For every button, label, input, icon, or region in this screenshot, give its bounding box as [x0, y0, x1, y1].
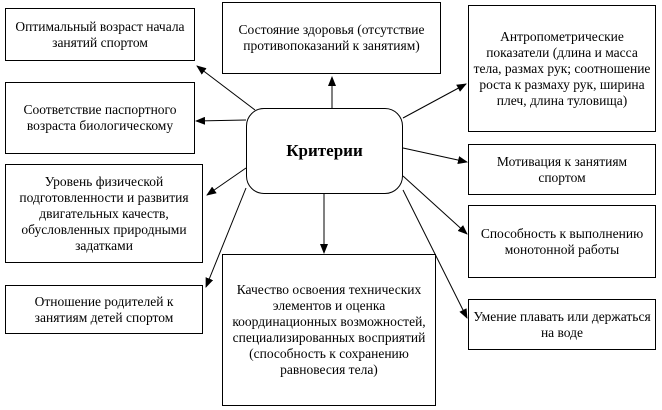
arrow-to-anthropometric — [402, 83, 467, 119]
arrow-to-physical-fitness — [206, 167, 247, 196]
criterion-parents-attitude: Отношение родителей к занятиям детей спо… — [5, 285, 203, 334]
arrow-to-monotonous-work — [402, 175, 468, 235]
arrow-to-motivation — [402, 147, 468, 164]
criterion-optimal-age: Оптимальный возраст начала занятий спорт… — [5, 8, 195, 61]
arrow-to-biological-age — [195, 116, 247, 125]
criterion-physical-fitness: Уровень физической подготовленности и ра… — [5, 164, 203, 263]
criterion-anthropometric: Антропометрические показатели (длина и м… — [468, 5, 656, 132]
criterion-biological-age: Соответствие паспортного возраста биолог… — [5, 82, 195, 154]
arrow-to-parents-attitude — [205, 187, 247, 288]
criterion-health: Состояние здоровья (отсутствие противопо… — [222, 2, 441, 74]
criterion-technique-quality: Качество освоения технических элементов … — [222, 254, 436, 406]
arrow-to-optimal-age — [196, 65, 256, 111]
criterion-motivation: Мотивация к занятиям спортом — [468, 144, 656, 195]
criterion-monotonous-work: Способность к выполнению монотонной рабо… — [468, 205, 656, 278]
criteria-center-node: Критерии — [246, 108, 403, 194]
criterion-swimming: Умение плавать или держаться на воде — [468, 299, 656, 350]
